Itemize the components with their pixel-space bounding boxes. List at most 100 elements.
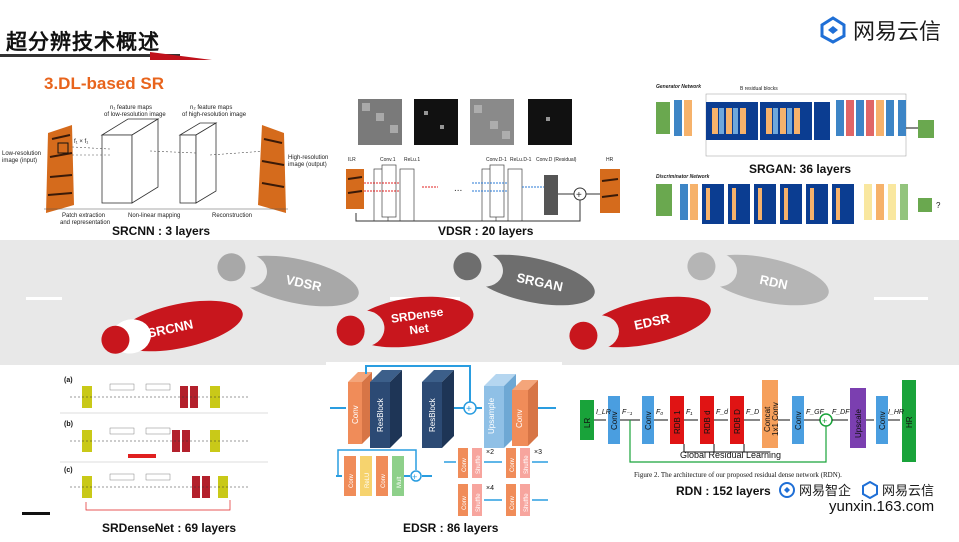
rdn-global-label: Global Residual Learning (680, 450, 781, 460)
svg-text:Conv: Conv (515, 409, 524, 428)
svg-text:I_HR: I_HR (888, 409, 904, 416)
svg-text:Conv: Conv (510, 458, 516, 472)
butterfly-input-image (46, 125, 74, 213)
svg-text:F_d: F_d (716, 409, 729, 416)
svg-text:of high-resolution image: of high-resolution image (182, 112, 247, 118)
svg-text:+: + (412, 472, 417, 482)
svg-text:Concat: Concat (763, 406, 772, 432)
rdn-blocks (580, 380, 916, 462)
svg-text:+: + (466, 404, 472, 415)
svg-text:Patch extraction: Patch extraction (62, 213, 105, 219)
svg-text:ReLu.1: ReLu.1 (404, 157, 420, 163)
svg-text:Conv: Conv (462, 458, 468, 472)
svg-text:(c): (c) (64, 467, 73, 474)
page-title: 超分辨技术概述 (6, 30, 160, 54)
svg-text:+: + (822, 416, 827, 426)
brand-name: 网易云信 (852, 20, 941, 45)
svg-text:1x1 Conv: 1x1 Conv (771, 402, 780, 436)
rdn-figure-caption: Figure 2. The architecture of our propos… (634, 471, 842, 479)
svg-text:Discriminator Network: Discriminator Network (656, 174, 710, 180)
svg-text:Conv.D (Residual): Conv.D (Residual) (536, 157, 577, 163)
caption-vdsr: VDSR : 20 layers (438, 224, 534, 238)
rdn-figure: LR Conv Conv RDB 1 RDB d RDB D Concat 1x… (570, 366, 950, 482)
svg-text:Mult: Mult (397, 476, 403, 488)
svg-text:Conv: Conv (794, 411, 803, 430)
svg-text:Low-resolution: Low-resolution (2, 151, 41, 157)
svg-text:Non-linear mapping: Non-linear mapping (128, 213, 180, 219)
svg-text:I_LR: I_LR (596, 409, 611, 416)
caption-srcnn: SRCNN : 3 layers (112, 224, 211, 238)
edsr-upsample-detail (458, 448, 530, 516)
svg-text:Shuffle: Shuffle (476, 455, 482, 474)
svg-text:image (output): image (output) (288, 162, 327, 168)
discriminator-blocks (680, 184, 908, 224)
svg-text:Conv: Conv (351, 405, 360, 424)
svg-text:RDB 1: RDB 1 (673, 410, 682, 434)
svg-text:RDB d: RDB d (703, 410, 712, 434)
svg-text:F₋₁: F₋₁ (622, 409, 633, 416)
caption-srgan: SRGAN: 36 layers (747, 162, 854, 176)
svg-text:+: + (576, 190, 582, 201)
svg-text:Upscale: Upscale (854, 409, 863, 438)
svg-text:ReLU: ReLU (365, 473, 371, 488)
slide-mark (22, 512, 50, 515)
svg-text:B residual blocks: B residual blocks (740, 86, 778, 92)
footer-logo-yunxin-text: 网易云信 (882, 483, 935, 498)
butterfly-output-image (258, 125, 286, 213)
svg-text:Generator Network: Generator Network (656, 84, 701, 90)
svg-text:LR: LR (583, 418, 592, 428)
svg-text:Shuffle: Shuffle (524, 455, 530, 474)
svg-text:F_DF: F_DF (832, 409, 850, 416)
footer-logo-zhiqi-text: 网易智企 (799, 483, 852, 498)
edsr-figure: Conv ResBlock ResBlock Upsample Conv + + (326, 362, 562, 520)
edsr-resblock-detail: + (336, 449, 432, 496)
svg-text:...: ... (454, 183, 462, 194)
svg-text:image (input): image (input) (2, 158, 37, 164)
brand-logo: 网易云信 (819, 14, 941, 46)
svg-text:Upsample: Upsample (487, 397, 496, 434)
svg-text:and representation: and representation (60, 220, 110, 225)
feature-map-tiles (358, 99, 572, 145)
title-underline (0, 52, 212, 60)
svg-text:HR: HR (606, 157, 614, 163)
caption-edsr: EDSR : 86 layers (403, 521, 499, 535)
svg-text:Conv.1: Conv.1 (380, 157, 396, 163)
svg-text:F₁: F₁ (686, 409, 693, 416)
netease-yunxin-logo-icon (820, 16, 846, 44)
svg-text:ReLu.D-1: ReLu.D-1 (510, 157, 532, 163)
svg-text:F₀: F₀ (656, 409, 663, 416)
srdensenet-row-c (70, 476, 250, 511)
generator-blocks (674, 100, 906, 140)
svg-text:×3: ×3 (534, 449, 542, 456)
section-title: 3.DL-based SR (44, 74, 164, 93)
svg-text:n₁ feature maps: n₁ feature maps (110, 105, 152, 111)
svg-text:ILR: ILR (348, 157, 356, 163)
svg-text:Reconstruction: Reconstruction (212, 213, 252, 219)
svg-text:×2: ×2 (486, 449, 494, 456)
svg-text:of low-resolution image: of low-resolution image (104, 112, 166, 118)
svg-text:n₂ feature maps: n₂ feature maps (190, 105, 232, 111)
srdensenet-figure: (a) (b) (c) (60, 370, 268, 518)
svg-text:(a): (a) (64, 377, 73, 384)
svg-text:Conv: Conv (644, 411, 653, 430)
svg-text:Conv: Conv (878, 411, 887, 430)
srgan-figure: Generator Network B residual blocks Disc… (650, 80, 950, 238)
caption-rdn: RDN : 152 layers (676, 484, 771, 498)
srdensenet-row-b (60, 430, 268, 463)
svg-text:F_GF: F_GF (806, 409, 825, 416)
svg-text:Conv: Conv (462, 496, 468, 510)
netease-zhiqi-logo-icon (779, 481, 795, 498)
svg-text:ResBlock: ResBlock (376, 397, 385, 432)
svg-text:?: ? (936, 201, 941, 210)
svg-text:Conv: Conv (349, 474, 355, 488)
netease-yunxin-logo-icon (862, 480, 879, 499)
footer-logo-yunxin: 网易云信 (861, 480, 934, 499)
footer-url: yunxin.163.com (829, 498, 935, 515)
svg-text:Conv: Conv (381, 474, 387, 488)
svg-text:(b): (b) (64, 421, 73, 428)
butterfly-lr-image (346, 169, 364, 209)
srdensenet-row-a (60, 386, 268, 414)
